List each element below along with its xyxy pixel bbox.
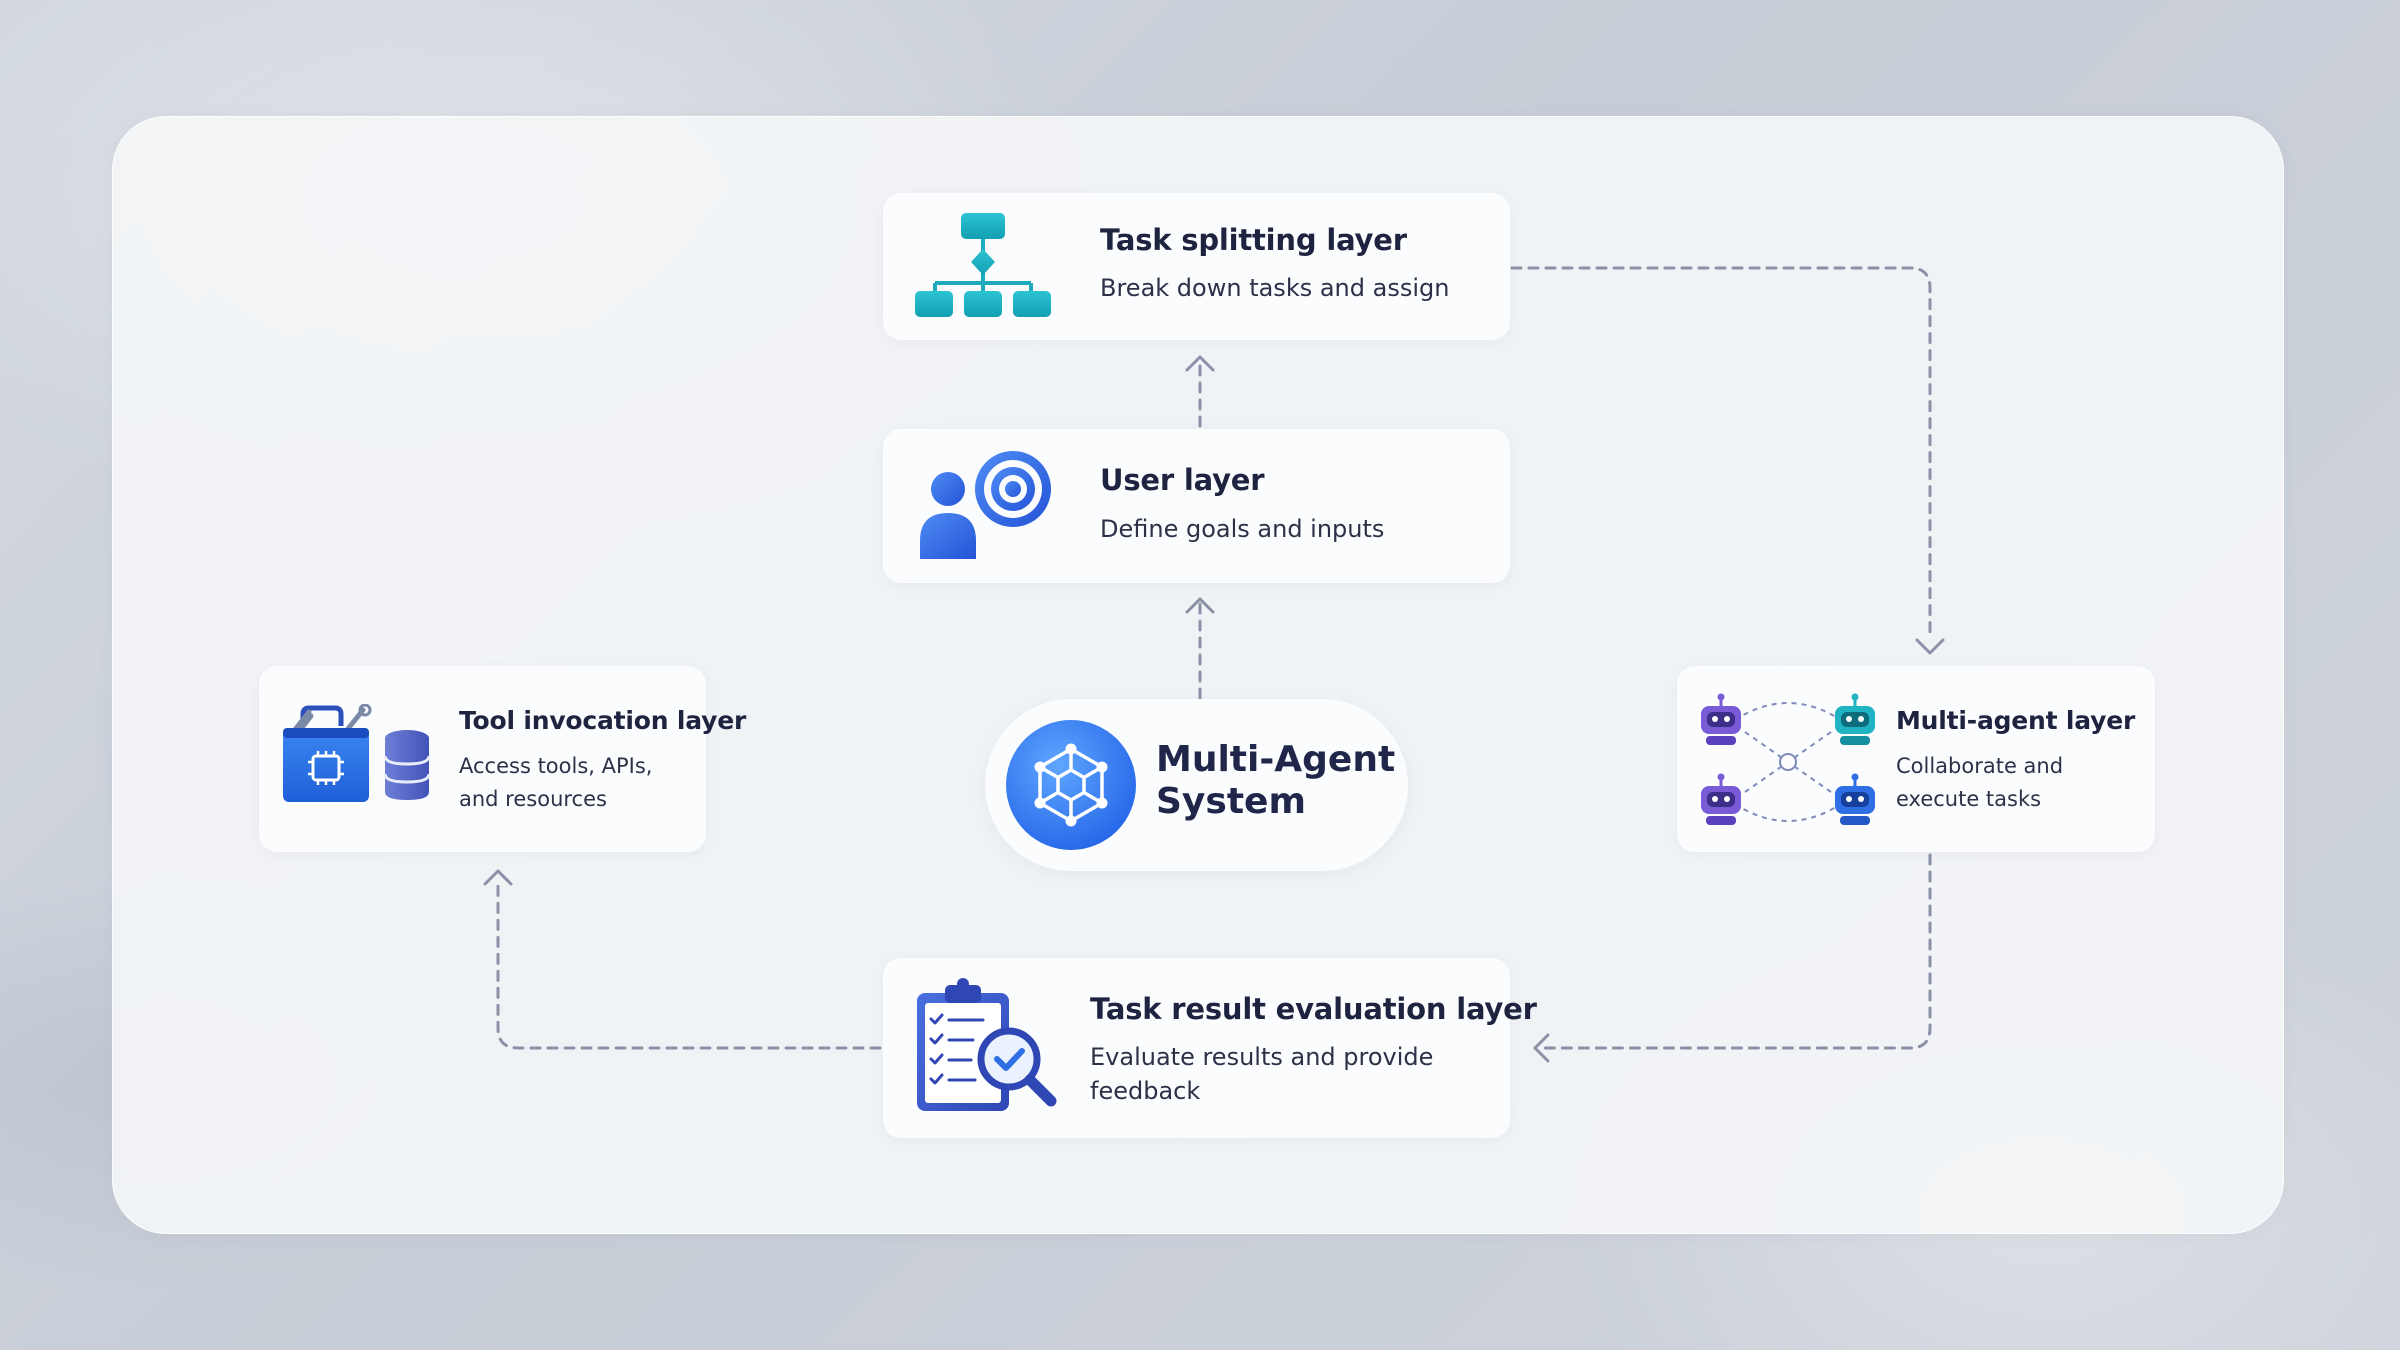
tool-invocation-description: Access tools, APIs, and resources	[459, 754, 653, 811]
hierarchy-flowchart-icon	[913, 211, 1053, 325]
evaluation-title: Task result evaluation layer	[1090, 992, 1537, 1026]
toolbox-database-icon	[281, 703, 431, 808]
multi-agent-system-hub: Multi-Agent System	[985, 699, 1408, 871]
task-splitting-description: Break down tasks and assign	[1100, 274, 1450, 302]
network-hexagon-icon	[1004, 718, 1138, 852]
hub-title: Multi-Agent System	[1156, 739, 1396, 822]
robots-network-icon	[1693, 692, 1883, 836]
tool-invocation-title: Tool invocation layer	[459, 706, 747, 735]
clipboard-magnifier-icon	[911, 975, 1071, 1119]
multi-agent-title: Multi-agent layer	[1896, 706, 2136, 735]
task-splitting-title: Task splitting layer	[1100, 223, 1407, 257]
multi-agent-layer-card: Multi-agent layer Collaborate and execut…	[1677, 666, 2155, 852]
task-splitting-layer-card: Task splitting layer Break down tasks an…	[883, 193, 1510, 340]
tool-invocation-layer-card: Tool invocation layer Access tools, APIs…	[259, 666, 746, 852]
evaluation-layer-card: Task result evaluation layer Evaluate re…	[883, 958, 1537, 1138]
user-target-icon	[918, 449, 1058, 565]
user-layer-card: User layer Define goals and inputs	[883, 429, 1510, 583]
robot-icon	[1701, 693, 1741, 745]
user-layer-description: Define goals and inputs	[1100, 515, 1385, 543]
user-layer-title: User layer	[1100, 463, 1265, 497]
evaluation-description: Evaluate results and provide feedback	[1090, 1043, 1434, 1105]
multi-agent-description: Collaborate and execute tasks	[1896, 754, 2064, 811]
